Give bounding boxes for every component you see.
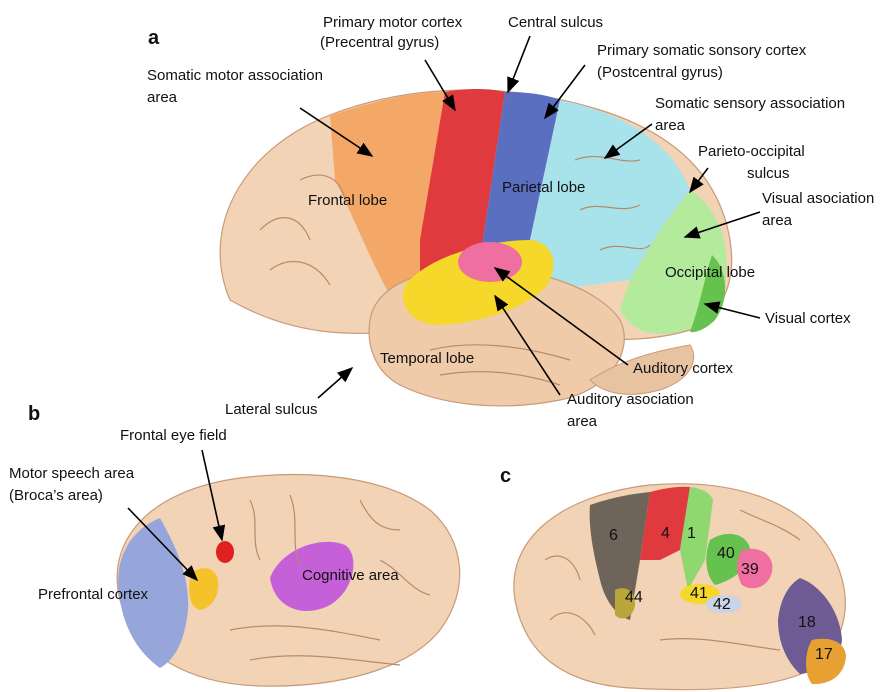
region-auditory-cortex — [458, 242, 522, 282]
label-auditory-assoc-2: area — [567, 413, 598, 430]
panel-label-b: b — [28, 403, 40, 425]
panel-b-brain — [117, 475, 460, 687]
label-cognitive-area: Cognitive area — [302, 567, 399, 584]
label-motor-assoc-2: area — [147, 89, 178, 106]
label-primary-motor-2: (Precentral gyrus) — [320, 34, 439, 51]
label-frontal-eye-field: Frontal eye field — [120, 427, 227, 444]
panel-label-c: c — [500, 465, 511, 487]
label-frontal-lobe: Frontal lobe — [308, 192, 387, 209]
label-parieto-occipital-1: Parieto-occipital — [698, 143, 805, 160]
area-label-6: 6 — [609, 527, 618, 544]
panel-c-brain — [514, 484, 846, 690]
area-label-4: 4 — [661, 525, 670, 542]
label-somatic-sensory-1: Primary somatic sonsory cortex — [597, 42, 807, 59]
area-label-1: 1 — [687, 525, 696, 542]
label-central-sulcus: Central sulcus — [508, 14, 603, 31]
label-visual-assoc-2: area — [762, 212, 793, 229]
label-motor-speech-1: Motor speech area — [9, 465, 135, 482]
area-label-44: 44 — [625, 589, 643, 606]
label-temporal-lobe: Temporal lobe — [380, 350, 474, 367]
arrow-central-sulcus — [508, 36, 530, 92]
label-auditory-cortex: Auditory cortex — [633, 360, 734, 377]
label-visual-assoc-1: Visual asociation — [762, 190, 874, 207]
panel-a-brain — [220, 89, 731, 406]
label-lateral-sulcus: Lateral sulcus — [225, 401, 318, 418]
label-visual-cortex: Visual cortex — [765, 310, 851, 327]
area-label-17: 17 — [815, 646, 833, 663]
label-motor-assoc-1: Somatic motor association — [147, 67, 323, 84]
label-primary-motor-1: Primary motor cortex — [323, 14, 463, 31]
area-label-39: 39 — [741, 561, 759, 578]
label-prefrontal-cortex: Prefrontal cortex — [38, 586, 149, 603]
region-frontal-eye-field — [216, 541, 234, 563]
label-sensory-assoc-1: Somatic sensory association — [655, 95, 845, 112]
panel-label-a: a — [148, 27, 160, 49]
arrow-lateral-sulcus — [318, 368, 352, 398]
label-somatic-sensory-2: (Postcentral gyrus) — [597, 64, 723, 81]
label-sensory-assoc-2: area — [655, 117, 686, 134]
label-auditory-assoc-1: Auditory asociation — [567, 391, 694, 408]
area-label-18: 18 — [798, 614, 816, 631]
label-occipital-lobe: Occipital lobe — [665, 264, 755, 281]
area-label-42: 42 — [713, 596, 731, 613]
label-motor-speech-2: (Broca’s area) — [9, 487, 103, 504]
area-label-40: 40 — [717, 545, 735, 562]
label-parietal-lobe: Parietal lobe — [502, 179, 585, 196]
label-parieto-occipital-2: sulcus — [747, 165, 790, 182]
area-label-41: 41 — [690, 585, 708, 602]
